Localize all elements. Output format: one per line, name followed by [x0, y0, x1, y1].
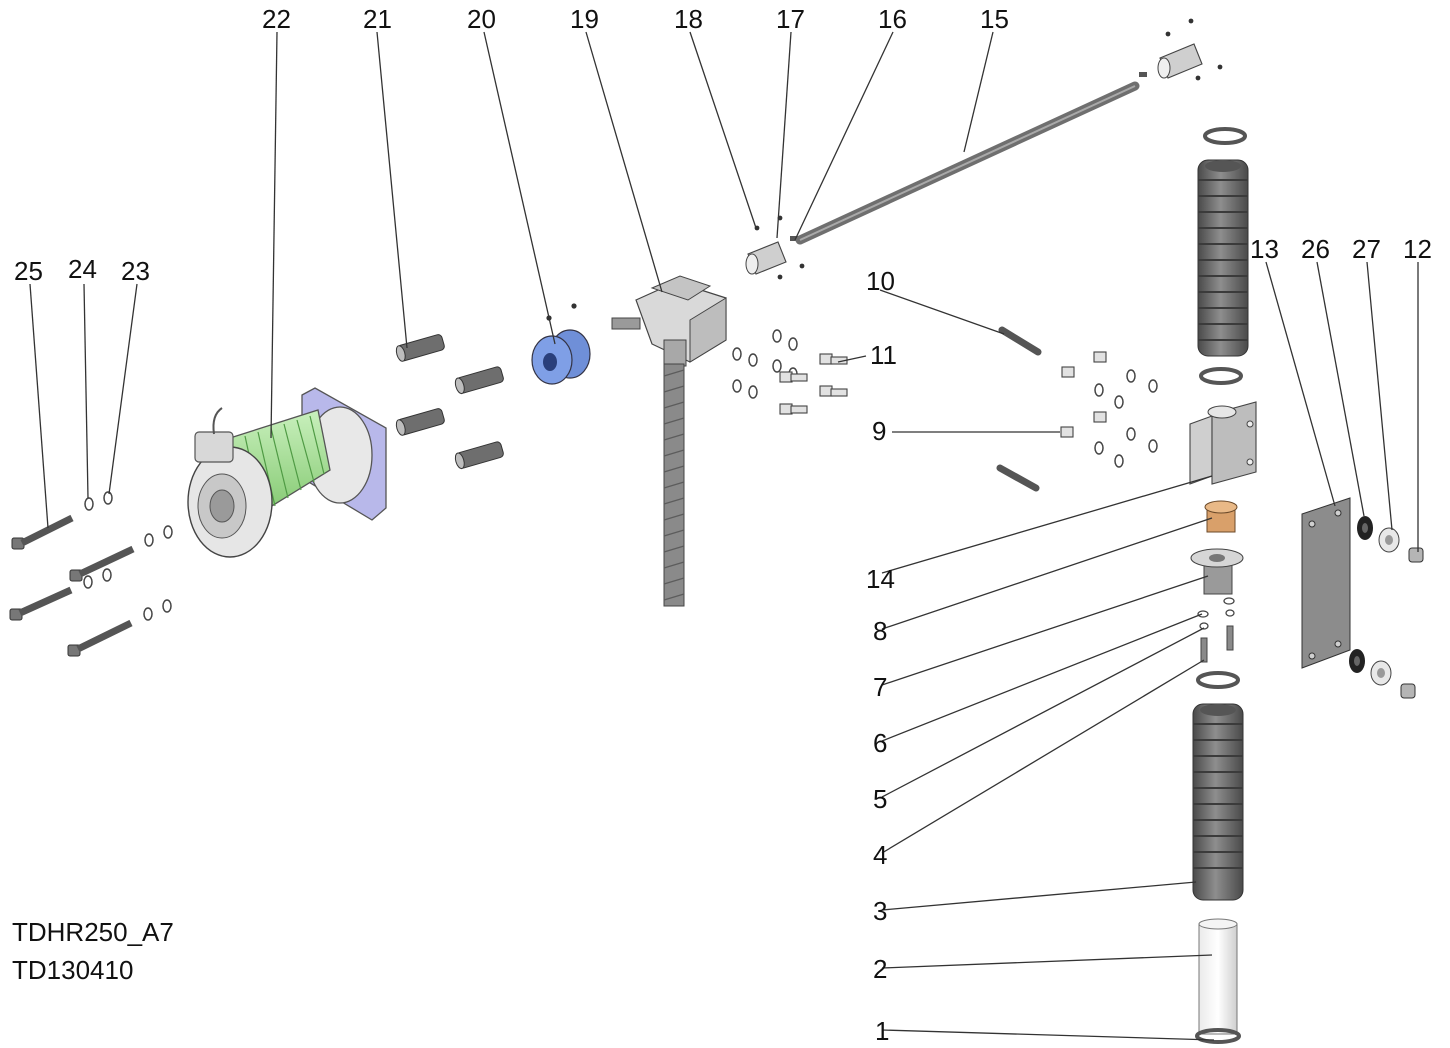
callout-25: 25 — [14, 256, 43, 286]
shaft-coupling-right — [1139, 18, 1223, 81]
spacer-rod — [454, 366, 504, 395]
spacer-rod — [395, 408, 445, 436]
flange-nut — [1190, 548, 1244, 595]
spacer-rod-parts — [395, 334, 504, 470]
shaft-coupling-left — [745, 215, 805, 280]
drive-shaft — [795, 81, 1140, 245]
callout-16: 16 — [878, 4, 907, 34]
callout-14: 14 — [866, 564, 895, 594]
callout-26: 26 — [1301, 234, 1330, 264]
callout-10: 10 — [866, 266, 895, 296]
callout-20: 20 — [467, 4, 496, 34]
lower-bellows-assembly — [1192, 671, 1244, 901]
hex-bolt — [779, 371, 808, 383]
callout-22: 22 — [262, 4, 291, 34]
mounting-bracket — [1189, 401, 1257, 485]
callout-2: 2 — [873, 954, 887, 984]
hex-bolt — [819, 353, 848, 365]
bellows-boot — [1192, 703, 1244, 901]
callout-12: 12 — [1403, 234, 1432, 264]
callout-18: 18 — [674, 4, 703, 34]
gear-motor — [187, 387, 387, 558]
long-bolt-parts — [9, 514, 135, 657]
callout-7: 7 — [873, 672, 887, 702]
long-bolt — [69, 545, 135, 582]
right-angle-gearbox — [611, 275, 727, 607]
callout-5: 5 — [873, 784, 887, 814]
hose-clamp — [1203, 127, 1247, 145]
upper-bellows-assembly — [1197, 127, 1249, 385]
callout-6: 6 — [873, 728, 887, 758]
inner-tube — [1198, 918, 1238, 1035]
drawing-number: TD130410 — [12, 955, 134, 985]
callout-15: 15 — [980, 4, 1009, 34]
bronze-bushing — [1204, 500, 1238, 533]
callout-8: 8 — [873, 616, 887, 646]
spacer-rod — [454, 441, 504, 470]
callout-4: 4 — [873, 840, 887, 870]
long-bolt — [67, 619, 133, 657]
small-fasteners — [1197, 597, 1235, 663]
leader-lines — [29, 31, 1419, 1041]
hose-clamp — [1195, 1028, 1241, 1044]
callout-labels: 22 21 20 19 18 17 16 15 25 24 23 10 11 9… — [14, 4, 1432, 1046]
callout-3: 3 — [873, 896, 887, 926]
hose-clamp — [1199, 367, 1243, 385]
side-plate-assembly — [1301, 497, 1424, 699]
callout-19: 19 — [570, 4, 599, 34]
spacer-rod — [395, 334, 445, 362]
bracket-mount-hardware — [996, 326, 1158, 492]
long-bolt — [9, 586, 73, 621]
hex-bolt — [819, 385, 848, 397]
callout-24: 24 — [68, 254, 97, 284]
terminal-box — [194, 431, 234, 463]
callout-13: 13 — [1250, 234, 1279, 264]
callout-9: 9 — [872, 416, 886, 446]
gearbox-mount-hardware — [732, 329, 848, 415]
callout-17: 17 — [776, 4, 805, 34]
hex-bolt — [779, 403, 808, 415]
hose-clamp — [1196, 671, 1240, 689]
washer-parts-left — [83, 491, 173, 621]
motor-cable — [212, 407, 223, 435]
input-shaft — [611, 317, 641, 330]
callout-21: 21 — [363, 4, 392, 34]
pulley-coupling — [531, 303, 591, 385]
callout-1: 1 — [875, 1016, 889, 1046]
long-bolt — [11, 514, 74, 550]
bellows-boot — [1197, 159, 1249, 357]
callout-11: 11 — [870, 340, 897, 370]
model-code: TDHR250_A7 — [12, 917, 174, 947]
callout-23: 23 — [121, 256, 150, 286]
callout-27: 27 — [1352, 234, 1381, 264]
